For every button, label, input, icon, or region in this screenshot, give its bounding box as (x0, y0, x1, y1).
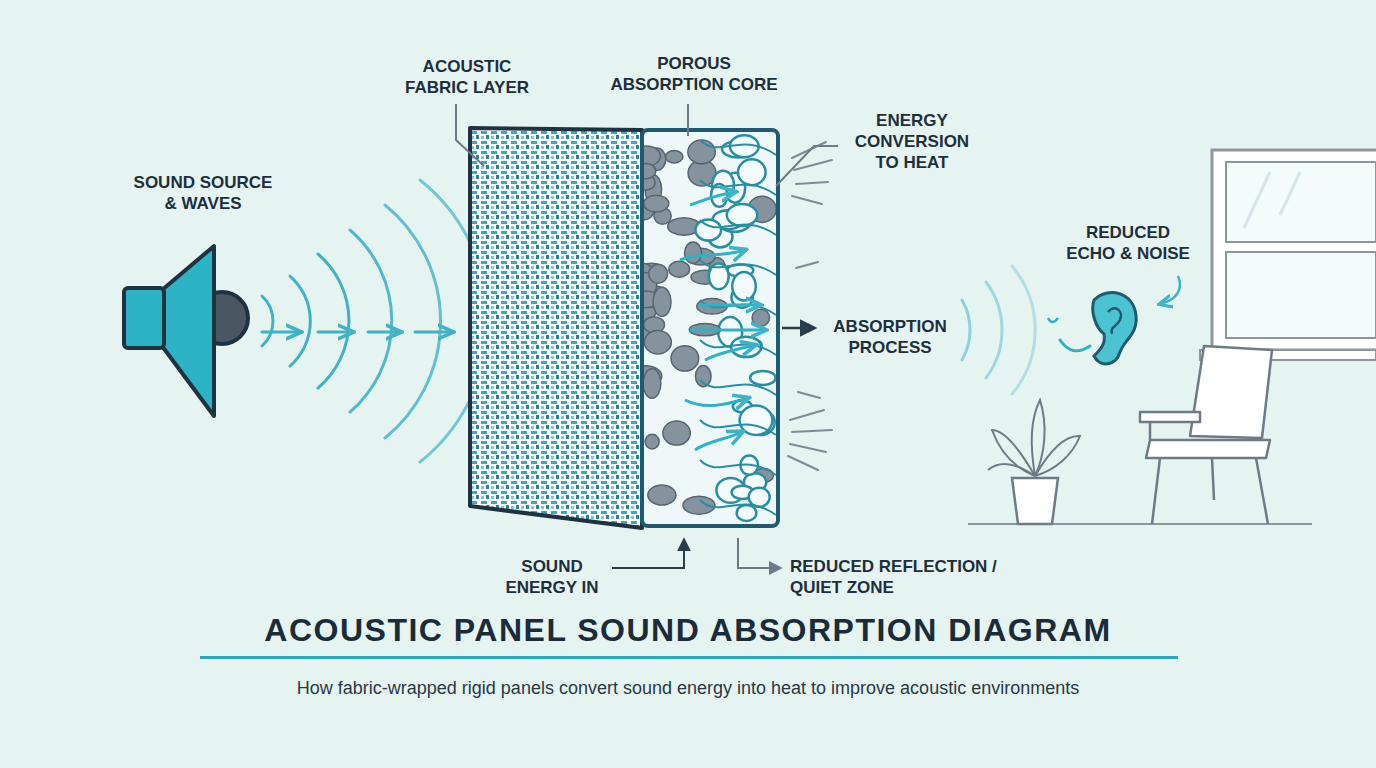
heat-lines (788, 142, 832, 470)
reduced-waves (962, 266, 1035, 394)
porous-cells (642, 135, 776, 521)
fabric-face (470, 128, 642, 528)
core-cutaway (642, 130, 778, 526)
process-arrow (782, 327, 814, 330)
title-underline (200, 656, 1178, 659)
diagram-title: ACOUSTIC PANEL SOUND ABSORPTION DIAGRAM (0, 612, 1376, 649)
part-label: ABSORPTION PROCESS (818, 316, 962, 358)
part-label: ACOUSTIC FABRIC LAYER (396, 56, 538, 98)
part-label: SOUND ENERGY IN (496, 556, 608, 598)
sound-waves (262, 180, 488, 462)
part-label: SOUND SOURCE & WAVES (128, 172, 278, 214)
speaker-icon (124, 246, 248, 416)
part-label: ENERGY CONVERSION TO HEAT (846, 110, 978, 173)
diagram-caption: How fabric-wrapped rigid panels convert … (0, 678, 1376, 699)
part-label: REDUCED REFLECTION / QUIET ZONE (790, 556, 1002, 598)
part-label: REDUCED ECHO & NOISE (1060, 222, 1196, 264)
absorption-arrows (680, 192, 765, 450)
core-border (642, 130, 778, 526)
room-scene (968, 150, 1376, 524)
leader-lines (456, 104, 838, 568)
part-label: POROUS ABSORPTION CORE (600, 53, 788, 95)
